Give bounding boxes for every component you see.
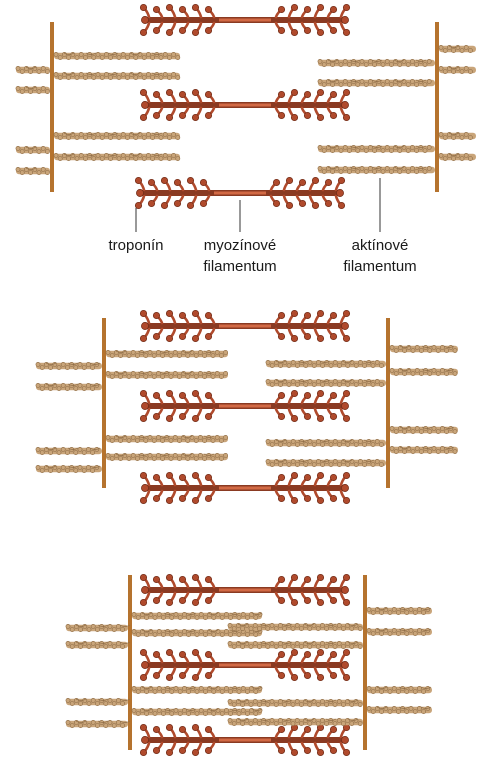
actin-filament <box>438 66 476 74</box>
myosin-label-line2: filamentum <box>203 258 276 275</box>
actin-filament <box>366 628 432 636</box>
troponin-label: troponín <box>108 237 163 254</box>
actin-filament <box>438 131 476 140</box>
actin-filament <box>366 607 432 615</box>
actin-filament <box>389 445 458 454</box>
z-line <box>128 575 132 750</box>
z-line <box>363 575 367 750</box>
actin-filament <box>389 344 458 353</box>
actin-filament <box>35 382 102 391</box>
actin-filament <box>65 641 131 649</box>
z-line <box>435 22 439 192</box>
myosin-filament <box>139 88 351 122</box>
actin-filament <box>265 458 386 467</box>
actin-filament <box>317 165 435 174</box>
z-line <box>50 22 54 192</box>
z-line <box>102 318 106 488</box>
actin-filament <box>15 145 50 154</box>
actin-filament <box>35 464 102 473</box>
actin-filament <box>105 434 228 443</box>
actin-filament <box>15 66 50 74</box>
actin-filament <box>65 698 131 706</box>
myosin-filament <box>139 573 351 607</box>
actin-filament <box>65 720 131 728</box>
actin-filament <box>366 706 432 714</box>
actin-filament <box>317 79 435 87</box>
z-line <box>386 318 390 488</box>
actin-filament <box>53 152 181 161</box>
actin-filament <box>227 699 363 707</box>
fully-contracted-sarcomere <box>65 573 432 757</box>
actin-filament <box>317 144 435 153</box>
actin-filament <box>131 612 263 620</box>
myosin-filament <box>139 3 351 37</box>
relaxed-sarcomere <box>15 3 476 210</box>
actin-filament <box>15 166 50 175</box>
actin-filament <box>317 59 435 67</box>
actin-filament <box>53 72 181 80</box>
actin-filament <box>105 370 228 379</box>
actin-filament <box>265 378 386 387</box>
actin-filament <box>15 86 50 94</box>
actin-filament <box>265 438 386 447</box>
actin-filament <box>65 624 131 632</box>
actin-filament <box>131 708 263 716</box>
actin-filament <box>265 359 386 368</box>
actin-filament <box>366 686 432 694</box>
myosin-filament <box>139 471 351 505</box>
actin-filament <box>35 361 102 370</box>
myosin-filament <box>139 389 351 423</box>
actin-filament <box>35 446 102 455</box>
myosin-label-line1: myozínové <box>204 237 277 254</box>
partially-contracted-sarcomere <box>35 309 458 505</box>
actin-filament <box>227 623 363 631</box>
actin-filament <box>105 452 228 461</box>
label-group: troponín myozínové filamentum aktínové f… <box>108 178 417 275</box>
actin-filament <box>131 686 263 694</box>
myosin-filament <box>139 648 351 682</box>
actin-filament <box>389 367 458 376</box>
actin-label-line1: aktínové <box>352 237 409 254</box>
actin-filament <box>389 425 458 434</box>
actin-filament <box>53 52 181 60</box>
myosin-filament <box>139 309 351 343</box>
actin-filament <box>227 718 363 726</box>
actin-filament <box>438 45 476 53</box>
actin-filament <box>227 641 363 649</box>
actin-filament <box>438 152 476 161</box>
actin-label-line2: filamentum <box>343 258 416 275</box>
actin-filament <box>53 131 181 140</box>
actin-filament <box>105 349 228 358</box>
myosin-filament <box>134 176 346 210</box>
myosin-filament <box>139 723 351 757</box>
